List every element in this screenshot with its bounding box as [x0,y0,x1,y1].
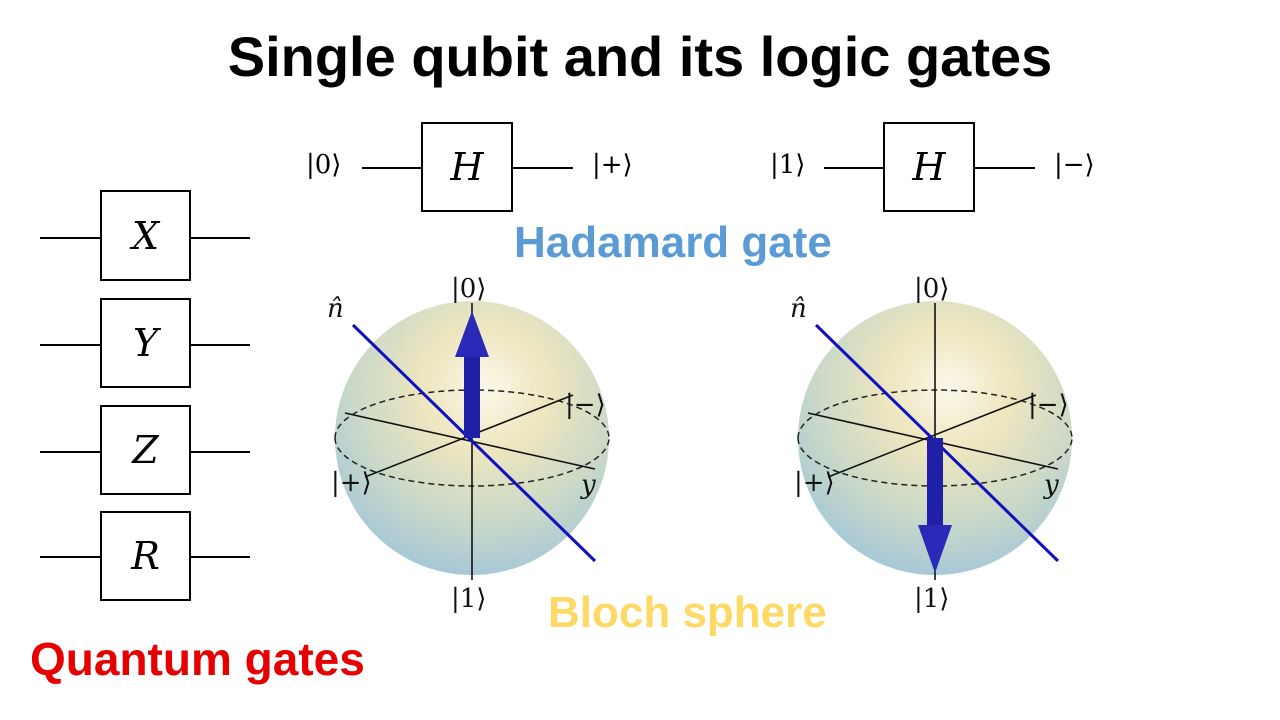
gate-y-wire-out [189,344,250,346]
gate-y-wire-in [40,344,102,346]
bloch-2-label-n: n̂ [790,294,807,324]
hadamard-axis-line [351,323,597,563]
state-vector-down-arrow [918,438,952,573]
gate-z-wire-out [189,451,250,453]
bloch-sphere-1: |0⟩ |1⟩ |+⟩ |−⟩ y n̂ [327,274,610,614]
circuit-1-wire-in [362,167,424,169]
circuit-1-output: |+⟩ [592,150,633,180]
circuit-2-output: |−⟩ [1054,150,1095,180]
gate-z-box: Z [100,405,191,495]
bloch-sphere-caption: Bloch sphere [548,588,827,637]
bloch-sphere-2: |0⟩ |1⟩ |+⟩ |−⟩ y n̂ [790,274,1073,614]
bloch-2-label-minus: |−⟩ [1028,390,1069,420]
gate-z-wire-in [40,451,102,453]
circuit-2-input: |1⟩ [770,150,806,180]
gate-r-wire-out [189,556,250,558]
gate-x-wire-in [40,237,102,239]
bloch-1-label-1: |1⟩ [451,584,486,614]
gate-r-box: R [100,511,191,601]
circuit-2-h-gate: H [883,122,975,212]
circuit-2-wire-in [824,167,886,169]
circuit-1-input: |0⟩ [306,150,342,180]
page-title: Single qubit and its logic gates [227,25,1053,88]
state-vector-up-arrow [455,311,489,438]
bloch-1-label-plus: |+⟩ [331,468,372,498]
gate-r-wire-in [40,556,102,558]
bloch-1-label-y: y [580,470,596,500]
bloch-1-label-0: |0⟩ [451,274,486,304]
bloch-2-label-y: y [1043,470,1059,500]
bloch-2-label-plus: |+⟩ [794,468,835,498]
gate-x-wire-out [189,237,250,239]
bloch-2-label-1: |1⟩ [914,584,949,614]
gate-x-box: X [100,190,191,281]
hadamard-gate-caption: Hadamard gate [514,218,832,267]
gate-y-box: Y [100,298,191,388]
bloch-1-label-n: n̂ [327,294,344,324]
bloch-1-label-minus: |−⟩ [565,390,606,420]
circuit-1-wire-out [511,167,573,169]
circuit-1-h-gate: H [421,122,513,212]
x-axis [827,394,1037,478]
quantum-gates-caption: Quantum gates [30,633,365,685]
circuit-2-wire-out [973,167,1035,169]
bloch-2-label-0: |0⟩ [914,274,949,304]
